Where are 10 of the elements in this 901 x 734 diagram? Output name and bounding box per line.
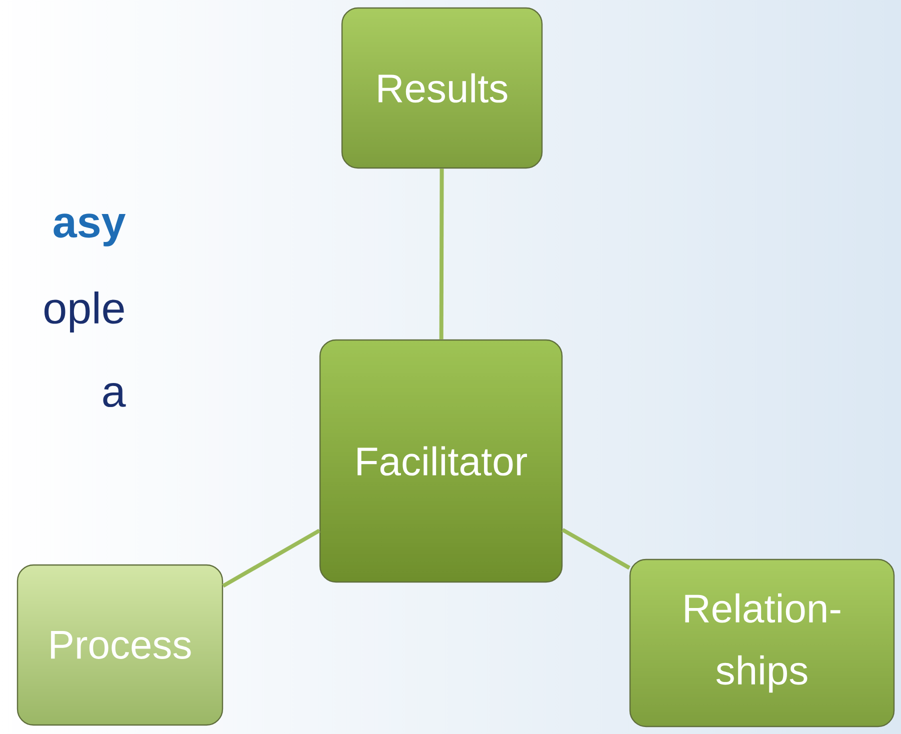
connector-line	[562, 528, 630, 570]
rounded-box: Relation- ships	[629, 558, 895, 728]
rounded-box: Facilitator	[319, 339, 563, 583]
connector-line	[222, 528, 320, 588]
cropped-text: a	[103, 382, 126, 408]
connector-line	[439, 168, 444, 340]
cropped-text: ople	[44, 291, 124, 332]
rounded-box: Results	[341, 7, 543, 169]
rounded-box: Process	[16, 564, 224, 726]
cropped-text: asy	[54, 214, 126, 246]
